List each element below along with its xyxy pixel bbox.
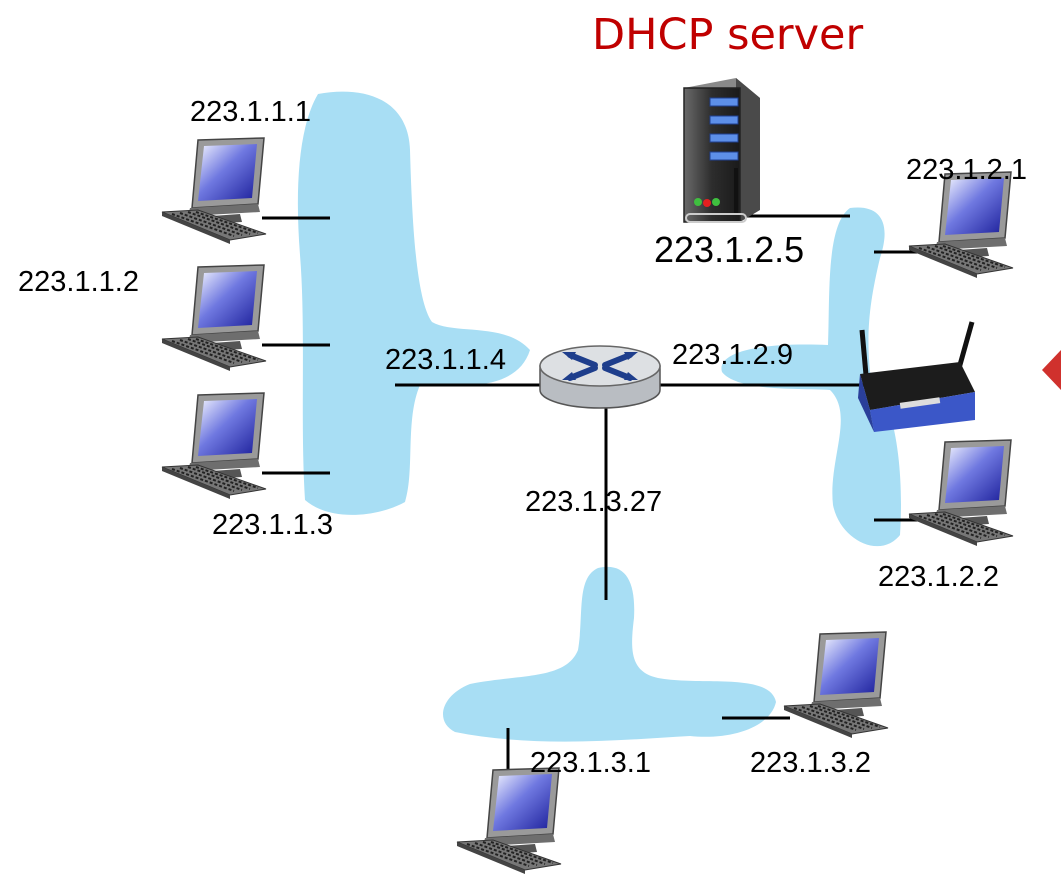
host-label-223-1-2-1: 223.1.2.1 — [906, 154, 1027, 186]
subnet-223-1-2-cloud — [721, 207, 901, 547]
pointer-arrow-icon — [1042, 350, 1061, 390]
host-223-1-1-1-computer-icon — [161, 137, 267, 245]
subnet-223-1-1-cloud — [297, 91, 530, 515]
wireless-router-icon — [858, 321, 975, 432]
host-label-223-1-1-3: 223.1.1.3 — [212, 509, 333, 541]
host-label-223-1-3-1: 223.1.3.1 — [530, 747, 651, 779]
host-label-223-1-2-2: 223.1.2.2 — [878, 561, 999, 593]
router-interface-label-223-1-3-27: 223.1.3.27 — [525, 486, 663, 518]
host-223-1-1-2-computer-icon — [161, 264, 267, 372]
router-interface-label-223-1-1-4: 223.1.1.4 — [385, 344, 506, 376]
server-label: 223.1.2.5 — [654, 229, 805, 270]
host-223-1-3-1-computer-icon — [456, 767, 562, 875]
host-223-1-2-2-computer-icon — [908, 439, 1014, 547]
host-label-223-1-1-1: 223.1.1.1 — [190, 96, 311, 128]
dhcp-server-icon — [683, 78, 760, 223]
host-label-223-1-3-2: 223.1.3.2 — [750, 747, 871, 779]
host-223-1-2-1-computer-icon — [908, 171, 1014, 279]
host-223-1-3-2-computer-icon — [783, 631, 889, 739]
router-interface-label-223-1-2-9: 223.1.2.9 — [672, 339, 793, 371]
host-223-1-1-3-computer-icon — [161, 392, 267, 500]
host-label-223-1-1-2: 223.1.1.2 — [18, 266, 139, 298]
subnet-223-1-3-cloud — [443, 566, 776, 742]
dhcp-server-title: DHCP server — [592, 10, 864, 60]
router-icon — [539, 345, 661, 409]
